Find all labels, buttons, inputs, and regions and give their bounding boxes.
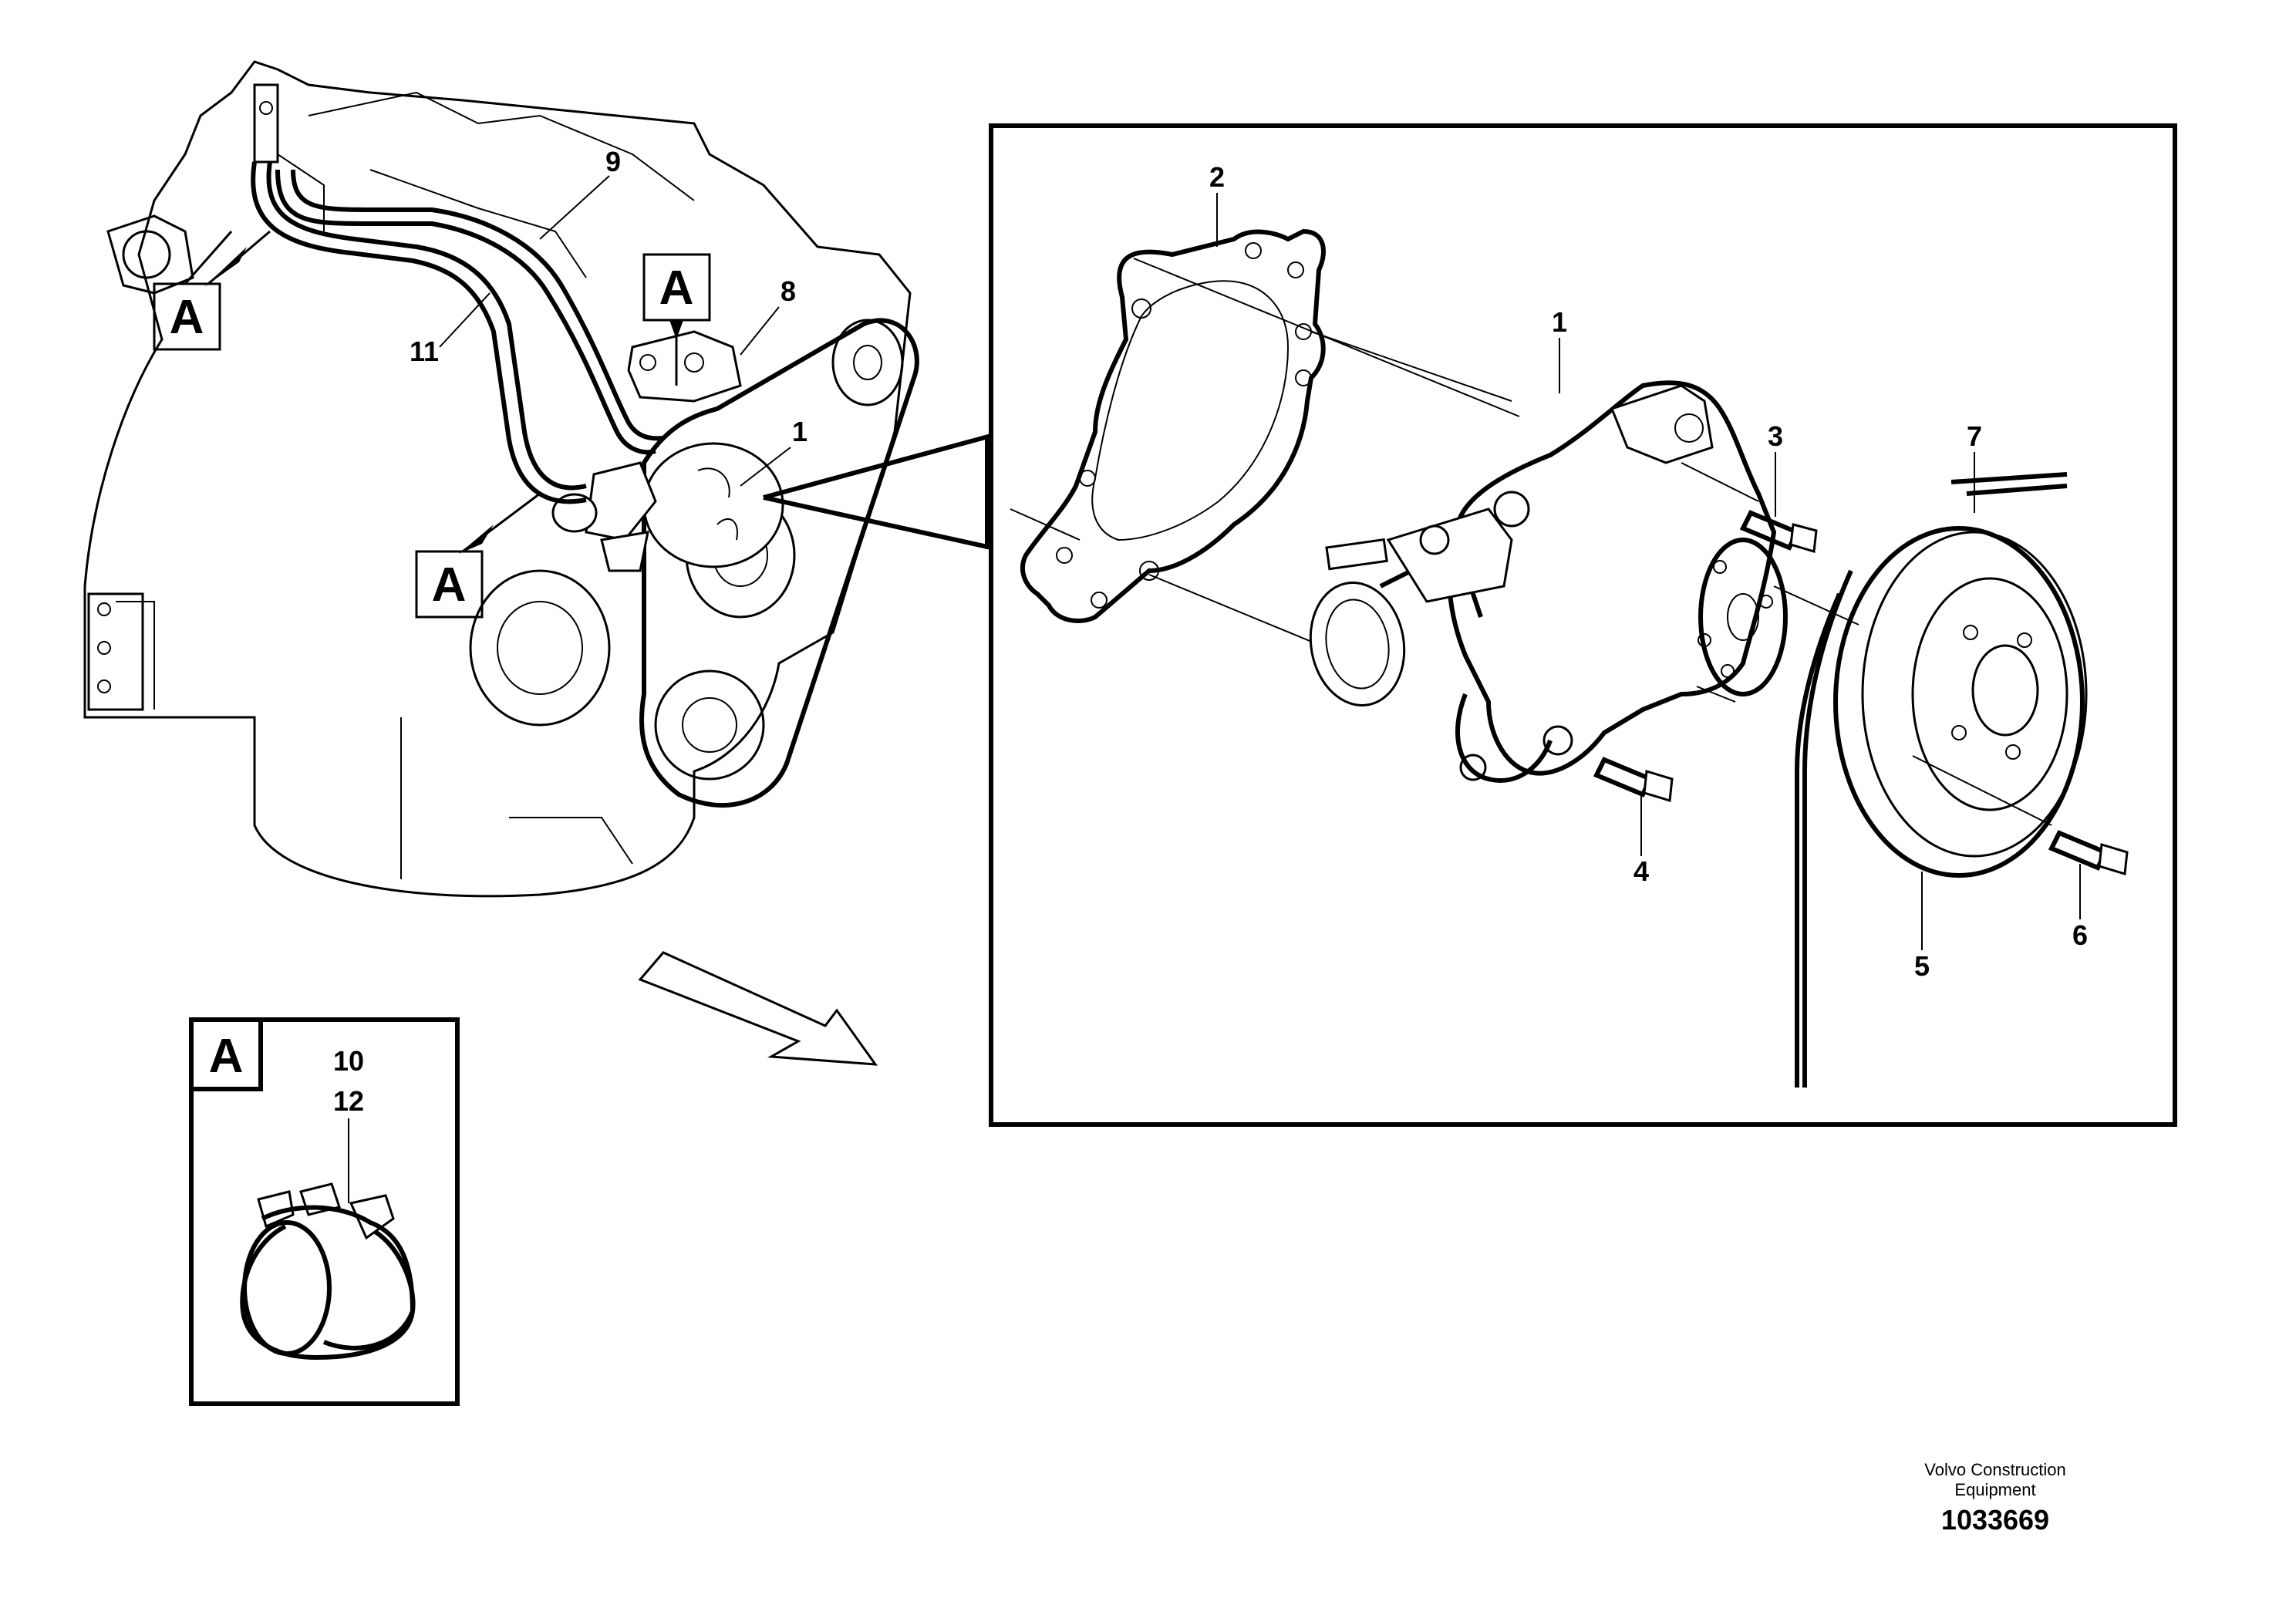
direction-arrow xyxy=(638,951,878,1066)
bolt-4 xyxy=(1593,757,1674,802)
callout-12-label: 12 xyxy=(333,1085,364,1117)
assembly-axes xyxy=(1010,258,2052,826)
callout-10-label: 10 xyxy=(333,1045,364,1077)
callout-1-label: 1 xyxy=(1552,306,1567,338)
callout-3-label: 3 xyxy=(1768,420,1783,452)
callout-1: 1 xyxy=(1552,306,1567,393)
callout-9: 9 xyxy=(539,146,621,240)
gasket xyxy=(1020,228,1326,623)
callout-11-label: 11 xyxy=(410,336,439,367)
callout-4: 4 xyxy=(1633,794,1649,887)
zoom-connector xyxy=(763,433,992,550)
hose-clamp xyxy=(240,1182,416,1361)
callout-5: 5 xyxy=(1914,872,1930,982)
callout-5-label: 5 xyxy=(1914,950,1930,982)
callout-9-label: 9 xyxy=(605,146,621,177)
callout-11: 11 xyxy=(410,292,491,367)
callout-8: 8 xyxy=(740,275,796,356)
detail-a-badge: A xyxy=(189,1017,263,1091)
callout-2-label: 2 xyxy=(1209,161,1225,193)
publisher-line-2: Equipment xyxy=(1954,1480,2036,1499)
callout-7-label: 7 xyxy=(1967,420,1982,452)
callout-10-12: 10 12 xyxy=(333,1045,364,1203)
callout-2: 2 xyxy=(1209,161,1225,247)
bolt-6 xyxy=(2048,830,2129,875)
callout-1-engine: 1 xyxy=(740,416,807,487)
callout-8-label: 8 xyxy=(781,275,796,307)
callout-6: 6 xyxy=(2072,864,2088,951)
detail-marker-a-top: A xyxy=(153,230,271,351)
callout-6-label: 6 xyxy=(2072,919,2088,951)
publisher-name: Volvo Construction Equipment xyxy=(1880,1460,2111,1500)
pulley xyxy=(1833,526,2088,878)
publisher-line-1: Volvo Construction xyxy=(1924,1460,2066,1479)
bolt-3 xyxy=(1739,510,1818,553)
callout-4-label: 4 xyxy=(1633,855,1649,887)
callout-1-engine-label: 1 xyxy=(792,416,807,447)
document-number: 1033669 xyxy=(1940,1504,2050,1536)
callout-7: 7 xyxy=(1967,420,1982,513)
water-pump xyxy=(1309,380,1788,783)
engine-overview xyxy=(83,60,919,898)
callout-3: 3 xyxy=(1768,420,1783,517)
detail-a-frame xyxy=(189,1017,460,1406)
detail-marker-a-middle: A xyxy=(642,253,711,386)
detail-marker-a-bottom-label: A xyxy=(432,558,467,612)
detail-a-badge-label: A xyxy=(209,1030,244,1083)
detail-marker-a-middle-label: A xyxy=(659,261,694,315)
detail-frame xyxy=(989,123,2177,1127)
detail-marker-a-bottom: A xyxy=(415,492,541,619)
drive-belt xyxy=(1795,472,2068,1088)
detail-marker-a-top-label: A xyxy=(170,291,204,344)
